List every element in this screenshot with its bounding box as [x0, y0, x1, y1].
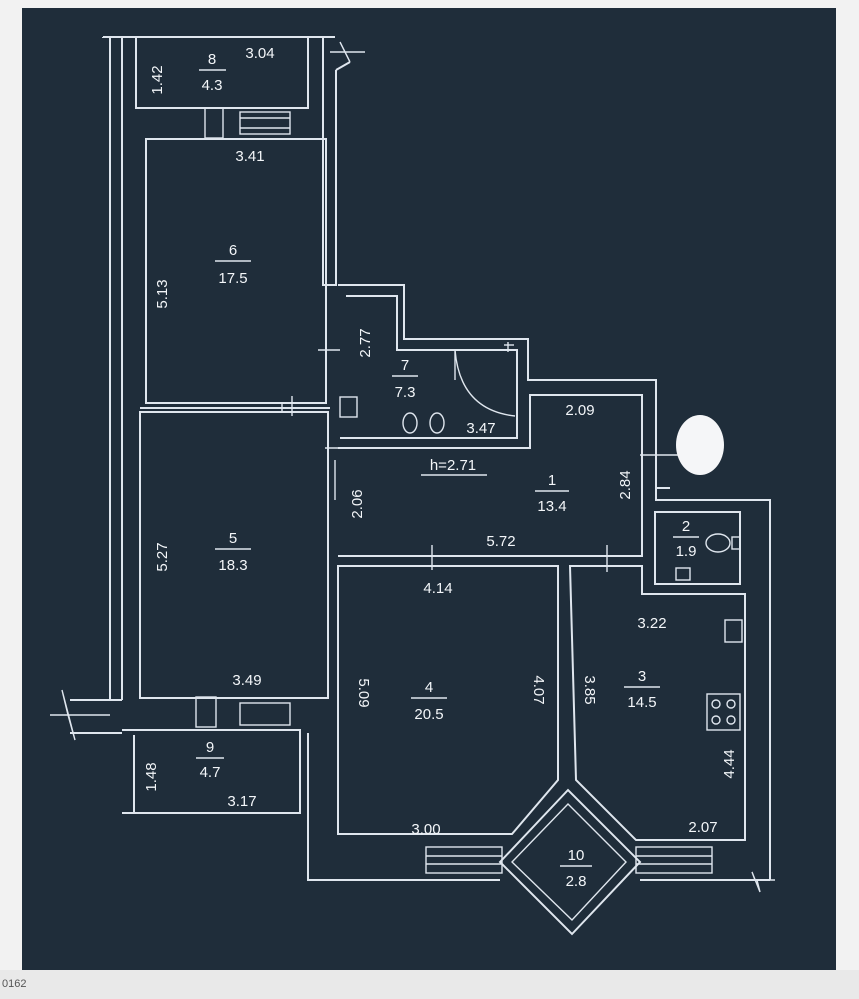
break-symbol-left: [50, 689, 110, 741]
window-3: [635, 846, 713, 874]
room-1-area: 13.4: [537, 498, 566, 515]
lower-outer-wall: [70, 699, 500, 881]
footer-fragment: 0162: [2, 978, 27, 990]
dim-3-22: 3.22: [637, 615, 666, 632]
dim-5-13: 5.13: [154, 279, 171, 308]
ceiling-height-label: h=2.71: [430, 457, 476, 474]
dim-3-85: 3.85: [581, 675, 598, 704]
room-5-outline: [139, 411, 329, 699]
room-10-outline: [498, 788, 642, 936]
room-10-inner: [511, 803, 627, 921]
dim-4-07: 4.07: [530, 675, 547, 704]
appliance-3: [724, 619, 743, 643]
blurred-sticker: [676, 415, 724, 475]
monitor-screen: [22, 8, 836, 970]
stove-burner-4: [726, 715, 736, 725]
room-7-outline: [338, 284, 771, 880]
dim-2-06: 2.06: [349, 489, 366, 518]
dim-5-72: 5.72: [486, 533, 515, 550]
room-6-number: 6: [229, 242, 237, 259]
stove-burner-1: [711, 699, 721, 709]
room-4-area: 20.5: [414, 706, 443, 723]
room-4-number: 4: [425, 679, 433, 696]
right-outer-wall: [655, 380, 670, 489]
room-9-number: 9: [206, 739, 214, 756]
door-8: [204, 107, 224, 139]
room-3-number: 3: [638, 668, 646, 685]
upper-right-wall: [322, 37, 351, 286]
dim-3-17: 3.17: [227, 793, 256, 810]
dim-5-09: 5.09: [355, 678, 372, 707]
room-2-number: 2: [682, 518, 690, 535]
room-6-area: 17.5: [218, 270, 247, 287]
window-4: [425, 846, 503, 874]
room-7-number: 7: [401, 357, 409, 374]
room-5-area: 18.3: [218, 557, 247, 574]
dim-3-49: 3.49: [232, 672, 261, 689]
room-10-area: 2.8: [566, 873, 587, 890]
bathroom-door-arc: [454, 349, 516, 417]
room-7-inner: [340, 295, 518, 439]
room-labels: 8 4.3 6 17.5 7 7.3 1 13.4 2 1.9 5 18.3 4: [196, 51, 699, 890]
dim-2-84: 2.84: [617, 470, 634, 499]
dim-2-09: 2.09: [565, 402, 594, 419]
dim-3-00: 3.00: [411, 821, 440, 838]
dim-3-04: 3.04: [245, 45, 274, 62]
room-7-area: 7.3: [395, 384, 416, 401]
stove-icon: [706, 693, 741, 731]
room-1-outline: [338, 394, 643, 557]
room-2-area: 1.9: [676, 543, 697, 560]
room-4-outline: [337, 565, 559, 835]
room-5-number: 5: [229, 530, 237, 547]
toilet-icon: [705, 533, 731, 553]
window-8: [239, 111, 291, 135]
dim-4-14: 4.14: [423, 580, 452, 597]
room-3-area: 14.5: [627, 694, 656, 711]
room-1-number: 1: [548, 472, 556, 489]
walls: [50, 36, 775, 936]
dim-2-07: 2.07: [688, 819, 717, 836]
room-9-area: 4.7: [200, 764, 221, 781]
toilet-tank: [731, 536, 741, 550]
bottom-bar: 0162: [0, 970, 859, 999]
room-3-outline: [568, 565, 746, 841]
dim-3-41: 3.41: [235, 148, 264, 165]
dimension-labels: 3.04 1.42 3.41 5.13 2.77 3.47 2.09 2.84 …: [143, 45, 738, 838]
stove-burner-3: [711, 715, 721, 725]
dim-5-27: 5.27: [154, 542, 171, 571]
window-9: [239, 702, 291, 726]
break-symbol-right: [745, 871, 775, 893]
stove-burner-2: [726, 699, 736, 709]
room-6-outline: [145, 138, 327, 404]
dim-1-42: 1.42: [149, 65, 166, 94]
sink-7: [339, 396, 358, 418]
dim-4-44: 4.44: [721, 749, 738, 778]
room-8-area: 4.3: [202, 77, 223, 94]
dim-3-47: 3.47: [466, 420, 495, 437]
dim-2-77: 2.77: [357, 328, 374, 357]
sink-2: [675, 567, 691, 581]
door-9: [195, 696, 217, 728]
balcony-9-outline: [122, 729, 301, 814]
break-symbol-top: [330, 41, 365, 63]
dim-1-48: 1.48: [143, 762, 160, 791]
washbasins-icon: [402, 412, 445, 434]
room-8-number: 8: [208, 51, 216, 68]
room-10-number: 10: [568, 847, 585, 864]
